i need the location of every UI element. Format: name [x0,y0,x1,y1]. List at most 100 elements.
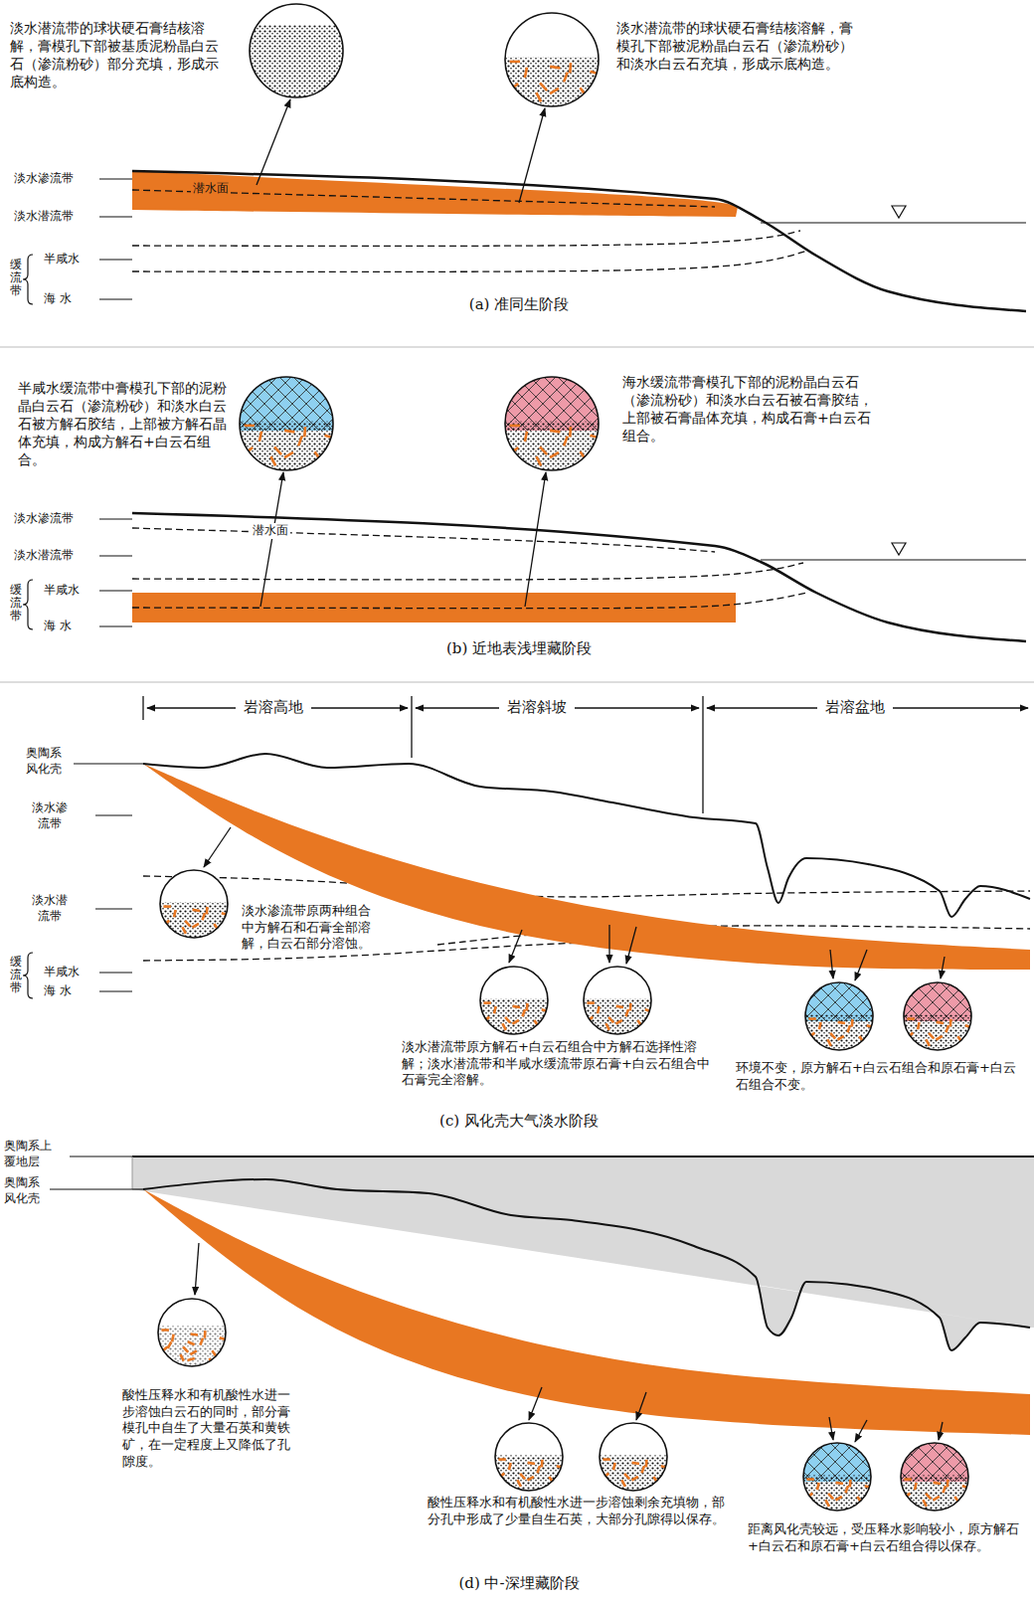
illustration-part [549,65,561,70]
illustration-part [535,1465,541,1474]
note-text: 半咸水缓流带中膏模孔下部的泥粉晶白云石（渗流粉砂）和淡水白云石被方解石胶结，上部… [17,379,232,470]
zone-label: 半咸水 [43,251,80,268]
illustration-part [160,901,228,938]
sea-level [760,221,1027,223]
illustration-part [837,1021,846,1026]
illustration-part [297,435,304,447]
leader-arrow [147,706,236,708]
leader-arrow [509,929,522,963]
illustration-part [180,926,187,935]
illustration-part [562,435,569,447]
zone-label: 淡水潜流带 [29,892,70,924]
illustration-part [829,1032,837,1039]
illustration-part [645,1459,649,1468]
illustration-part [510,424,520,428]
region-bar [142,695,144,720]
leader-arrow [636,1391,647,1420]
leader-arrow [626,926,637,964]
illustration-part [835,1495,844,1502]
illustration-part [163,904,171,908]
illustration-part [935,1034,944,1041]
pore-circle-outline [480,966,548,1034]
illustration-part [803,1474,871,1511]
pore-circle-outline [158,1298,226,1367]
illustration-part [505,12,599,107]
illustration-part [835,1481,844,1486]
zone-tick [99,298,133,300]
illustration-part [816,1482,821,1491]
illustration-part [932,1495,941,1502]
pore-circle [803,1442,872,1511]
illustration-part [512,1005,520,1010]
illustration-part [189,1332,198,1337]
zone-tick [99,215,133,217]
zone-tick [49,1188,144,1190]
pore-circle-outline [803,1442,871,1511]
zone-label: 奥陶系风化壳 [3,1175,44,1207]
zone-tick [99,971,133,973]
illustration-part [806,1477,814,1481]
zone-label: 半咸水 [43,964,80,981]
illustration-part [583,966,652,1034]
illustration-part [837,1034,846,1041]
pore-circle-outline [599,1422,668,1491]
note-text: 酸性压释水和有机酸性水进一步溶蚀剩余充填物，部分孔中形成了少量自生石英，大部分孔… [427,1494,726,1528]
illustration-part [249,3,344,98]
illustration-part [284,429,296,434]
zone-label: 淡水渗流带 [13,511,74,527]
pore-circle [903,982,973,1050]
illustration-part [846,1025,852,1034]
pore-circle-outline [239,376,334,471]
leader-arrow [415,706,500,708]
illustration-part [624,1009,630,1018]
zone-brace [22,952,33,999]
pore-circle-outline [903,982,972,1050]
zone-tick [99,258,133,260]
zone-tick [73,762,144,764]
illustration-part [518,1472,526,1480]
zone-label: 奥陶系风化壳 [23,745,64,777]
illustration-part [944,1025,950,1034]
strata-edge [132,1156,144,1190]
illustration-part [171,1334,175,1343]
illustration-part [508,1462,513,1471]
leader-arrow [518,108,545,203]
illustration-part [586,1001,594,1005]
illustration-part [495,1422,563,1491]
panel-caption: (b) 近地表浅埋藏阶段 [1,639,1034,660]
illustration-part [640,1465,646,1474]
pore-circle-outline [583,966,652,1034]
illustration-part [602,1457,610,1461]
leader-arrow [892,706,1029,708]
illustration-part [538,446,548,456]
note-text: 淡水渗流带原两种组合中方解石和石膏全部溶解，白云石部分溶蚀。 [241,902,376,953]
water-table [132,527,715,552]
illustration-part [568,62,572,73]
illustration-part [583,998,652,1034]
illustration-part [186,1357,195,1362]
illustration-part [941,1485,947,1494]
illustration-part [620,1479,627,1488]
zone-label: 缓流带 [9,583,22,624]
leader-arrow [260,472,284,607]
pore-circle [160,869,229,938]
illustration-part [526,1475,535,1482]
leader-arrow [829,1416,834,1440]
region-label: 岩溶盆地 [825,697,885,718]
illustration-part [589,434,601,440]
pore-circle-outline [495,1422,563,1491]
illustration-part [523,67,529,79]
pore-circle [505,376,601,471]
pore-circle-outline [160,869,228,938]
karst-surface [143,1179,1031,1351]
pore-circle [505,12,601,107]
illustration-part [903,1477,911,1481]
illustration-part [900,1442,969,1511]
illustration-part [827,1492,835,1500]
illustration-part [160,869,228,938]
illustration-part [493,1006,498,1015]
illustration-part [599,1422,668,1491]
panel-caption: (a) 准同生阶段 [1,295,1034,316]
